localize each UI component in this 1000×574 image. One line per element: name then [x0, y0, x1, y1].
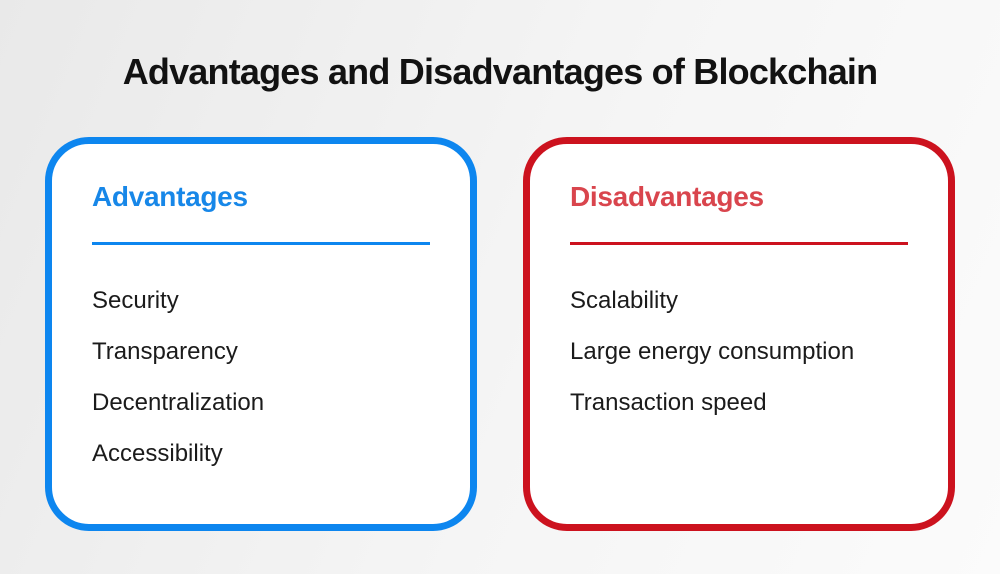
disadvantages-card: Disadvantages Scalability Large energy c…: [523, 137, 955, 531]
disadvantages-heading: Disadvantages: [570, 181, 764, 212]
disadvantages-list: Scalability Large energy consumption Tra…: [570, 275, 908, 428]
list-item: Accessibility: [92, 440, 223, 467]
list-item: Security: [92, 287, 179, 314]
list-item: Decentralization: [92, 389, 265, 416]
list-item: Transaction speed: [570, 389, 767, 416]
cards-row: Advantages Security Transparency Decentr…: [0, 137, 1000, 531]
list-item: Scalability: [570, 287, 679, 314]
disadvantages-divider: [570, 242, 908, 245]
advantages-list: Security Transparency Decentralization A…: [92, 275, 430, 479]
list-item: Large energy consumption: [570, 338, 855, 365]
advantages-divider: [92, 242, 430, 245]
advantages-card: Advantages Security Transparency Decentr…: [45, 137, 477, 531]
list-item: Transparency: [92, 338, 238, 365]
advantages-heading: Advantages: [92, 181, 248, 212]
page-title: Advantages and Disadvantages of Blockcha…: [122, 51, 878, 92]
